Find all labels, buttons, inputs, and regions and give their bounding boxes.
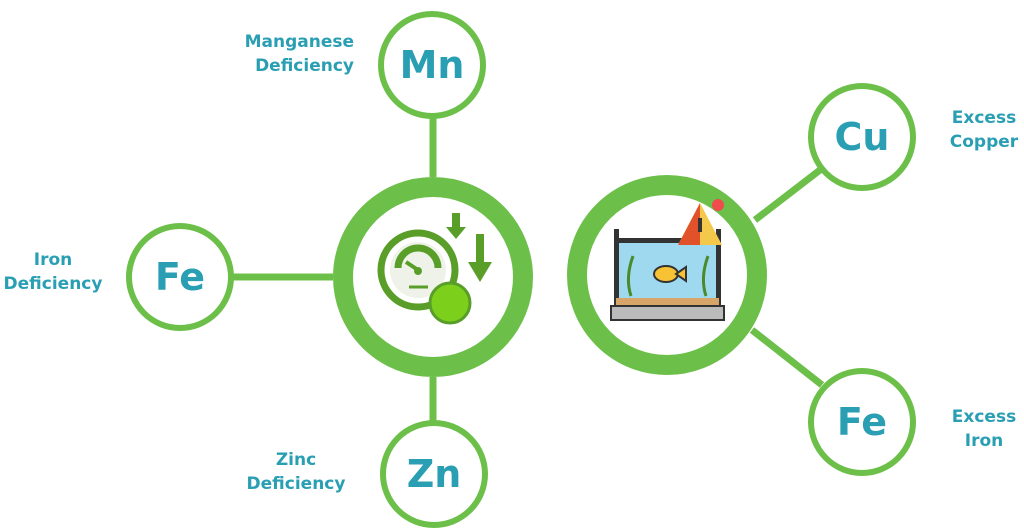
label-excess-copper: Excess Copper — [944, 106, 1024, 154]
label-zinc-deficiency: Zinc Deficiency — [240, 448, 352, 496]
node-circle-fe-ex — [808, 368, 916, 476]
label-line: Iron — [33, 250, 73, 270]
label-line: Excess — [951, 108, 1017, 128]
symbol-mn: Mn — [399, 43, 465, 87]
node-circle-zn — [380, 420, 488, 528]
connector-cu — [752, 167, 823, 223]
label-manganese-deficiency: Manganese Deficiency — [236, 30, 354, 78]
symbol-fe-excess: Fe — [836, 400, 888, 444]
label-line: Deficiency — [255, 56, 354, 76]
symbol-zn: Zn — [406, 452, 462, 496]
label-line: Iron — [964, 431, 1004, 451]
node-circle-fe-def — [126, 223, 234, 331]
label-line: Manganese — [244, 32, 354, 52]
symbol-cu: Cu — [834, 115, 890, 159]
label-iron-deficiency: Iron Deficiency — [0, 248, 106, 296]
symbol-fe-deficiency: Fe — [154, 255, 206, 299]
label-excess-iron: Excess Iron — [944, 405, 1024, 453]
label-line: Deficiency — [3, 274, 103, 294]
label-line: Excess — [951, 407, 1017, 427]
label-line: Deficiency — [246, 474, 346, 494]
aquarium-warning-icon — [610, 199, 725, 321]
node-circle-mn — [378, 11, 486, 119]
label-line: Zinc — [275, 450, 317, 470]
gauge-down-icon — [377, 213, 492, 325]
node-circle-cu — [808, 83, 916, 191]
connector-fe-ex — [749, 327, 825, 388]
label-line: Copper — [949, 132, 1019, 152]
